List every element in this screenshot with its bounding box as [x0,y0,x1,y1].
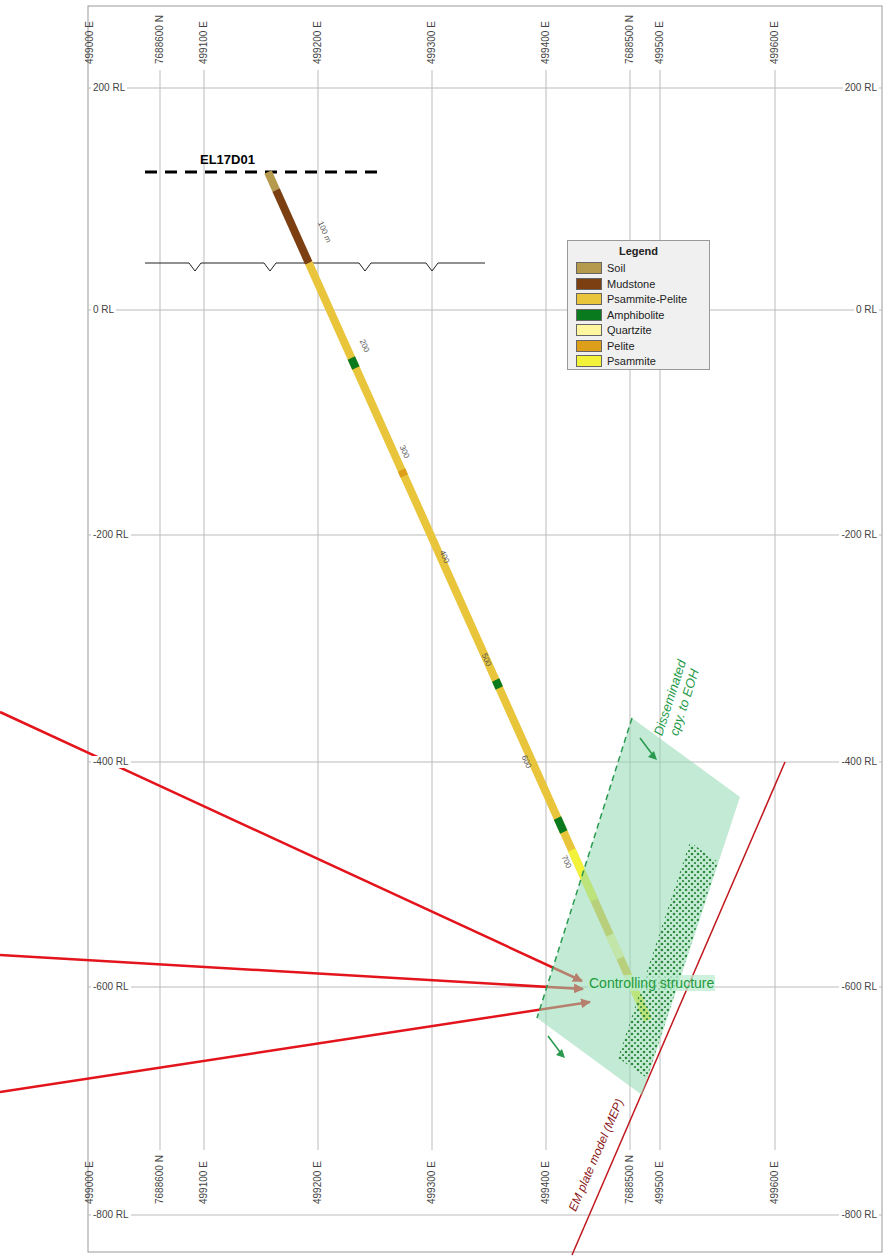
elevation-label: -800 RL [91,1209,131,1221]
elevation-label: 0 RL [91,304,116,316]
drill-hole [496,680,500,688]
legend-text: Psammite-Pelite [607,293,687,305]
axis-label: 7688600 N [154,15,166,64]
legend-row: Amphibolite [576,308,664,322]
grid-line [88,762,882,763]
elevation-label: -600 RL [839,981,879,993]
legend-swatch [576,324,602,336]
axis-label: 499500 E [654,1161,666,1204]
axis-label: 499500 E [654,21,666,64]
grid-line [88,1215,882,1216]
grid-line [160,70,161,1150]
legend-swatch [576,340,602,352]
drill-hole [276,190,309,263]
axis-label: 7688500 N [624,1155,636,1204]
band-shape [530,710,745,1100]
axis-label: 499400 E [540,21,552,64]
elevation-label: -200 RL [91,529,131,541]
callout-arrow [0,955,583,989]
drill-hole [557,818,563,832]
legend-swatch [576,278,602,290]
legend-text: Amphibolite [607,309,664,321]
axis-label: 499600 E [769,1161,781,1204]
legend-text: Quartzite [607,324,652,336]
depth-label: 200 [357,338,372,354]
elevation-label: 0 RL [854,304,879,316]
legend-row: Soil [576,261,625,275]
drill-hole [268,172,276,190]
elevation-label: -400 RL [91,756,131,768]
axis-label: 499300 E [426,1161,438,1204]
grid-line [88,987,882,988]
legend-swatch [576,293,602,305]
axis-label: 499100 E [198,1161,210,1204]
axis-label: 499100 E [198,21,210,64]
drill-hole [351,358,355,368]
annotation: EM plate model (MEP) [566,1097,627,1213]
legend-swatch [576,355,602,367]
legend-row: Mudstone [576,277,655,291]
green-arrow-head [556,1049,565,1058]
legend-text: Mudstone [607,278,655,290]
axis-label: 499600 E [769,21,781,64]
axis-label: 499200 E [312,21,324,64]
band-group [537,718,740,1095]
legend-row: Psammite [576,354,656,368]
structure-band: Controlling structure [530,710,745,1100]
legend-box: LegendSoilMudstonePsammite-PeliteAmphibo… [567,240,710,370]
axis-label: 499000 E [84,1161,96,1204]
callout-arrow [0,712,582,981]
elevation-label: -200 RL [839,529,879,541]
legend-row: Quartzite [576,323,652,337]
legend-row: Pelite [576,339,635,353]
green-arrow-head [648,751,657,760]
elevation-label: 200 RL [91,82,127,94]
axis-label: 499000 E [84,21,96,64]
axis-label: 7688600 N [154,1155,166,1204]
grid-line [204,70,205,1150]
legend-swatch [576,309,602,321]
surface-line [145,171,382,174]
drill-hole [402,470,405,476]
elevation-label: -400 RL [839,756,879,768]
axis-label: 499300 E [426,21,438,64]
legend-text: Pelite [607,340,635,352]
dashed-edge [537,718,632,1018]
grid-line [88,535,882,536]
grid-line [88,88,882,89]
legend-swatch [576,262,602,274]
legend-text: Soil [607,262,625,274]
dotted-zone [618,842,718,1078]
elevation-label: -600 RL [91,981,131,993]
annotation: Disseminated cpy. to EOH [648,650,706,751]
elevation-label: 200 RL [843,82,879,94]
grid-line [775,70,776,1150]
band-label: Controlling structure [588,975,715,991]
band-fill [537,718,740,1095]
axis-label: 7688500 N [624,15,636,64]
legend-title: Legend [568,245,709,257]
axis-label: 499400 E [540,1161,552,1204]
grid-line [88,310,882,311]
grid-line [432,70,433,1150]
hole-name: EL17D01 [200,152,255,167]
legend-row: Psammite-Pelite [576,292,687,306]
elevation-label: -800 RL [839,1209,879,1221]
axis-label: 499200 E [312,1161,324,1204]
callout-arrow [0,1002,590,1092]
legend-text: Psammite [607,355,656,367]
frame [88,6,882,1252]
